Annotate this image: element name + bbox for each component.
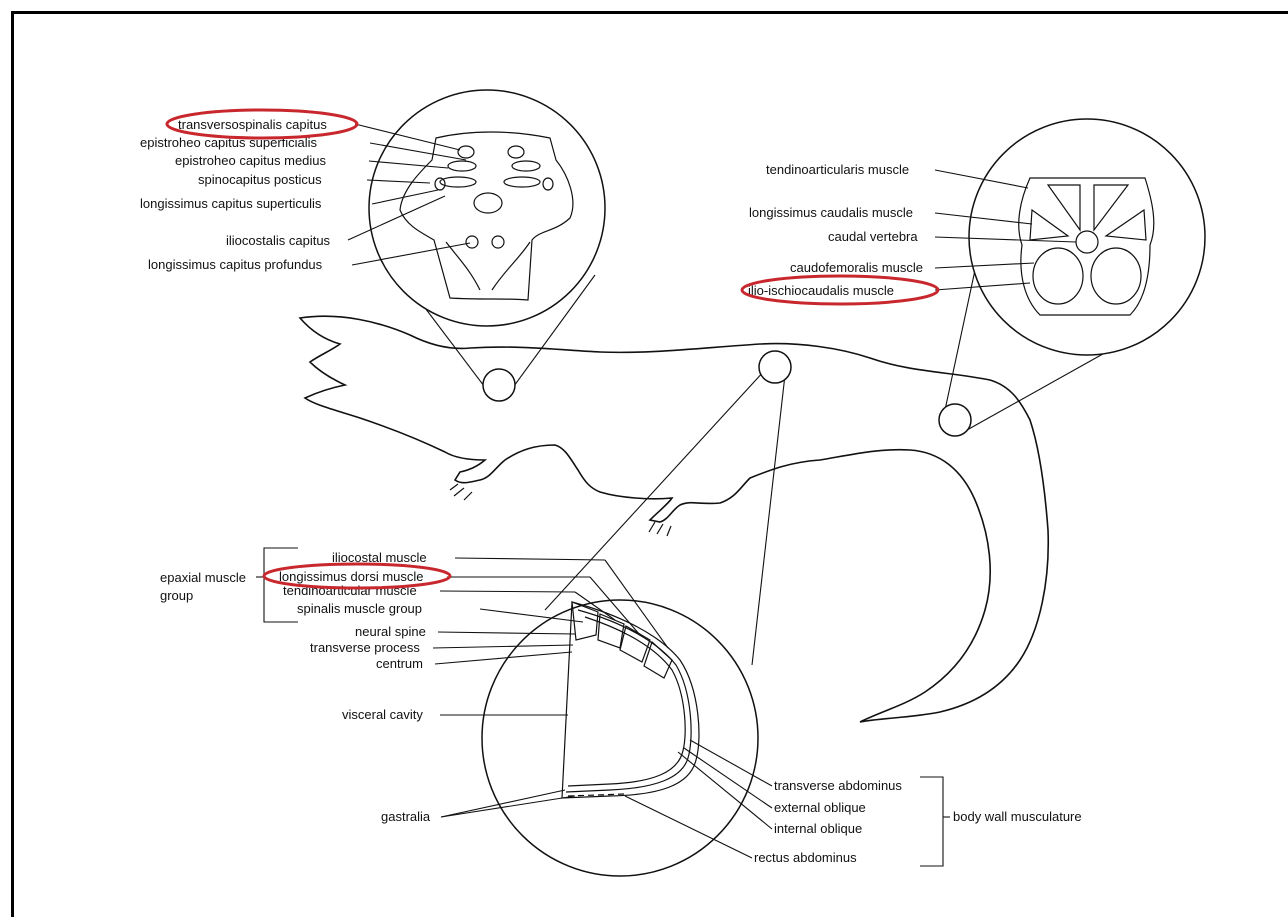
body-wall-label-4: rectus abdominus bbox=[754, 850, 857, 865]
epaxial-group-label-line1: epaxial muscle bbox=[160, 570, 246, 585]
trunk-label-transverse-process: transverse process bbox=[310, 640, 420, 655]
head-label-7: longissimus capitus profundus bbox=[148, 257, 323, 272]
tail-cross-section-circle bbox=[969, 119, 1205, 355]
head-label-4: spinocapitus posticus bbox=[198, 172, 322, 187]
trunk-label-gastralia: gastralia bbox=[381, 809, 431, 824]
tail-label-1: tendinoarticularis muscle bbox=[766, 162, 909, 177]
head-label-5: longissimus capitus superticulis bbox=[140, 196, 322, 211]
trunk-label-visceral-cavity: visceral cavity bbox=[342, 707, 423, 722]
epaxial-group-label-line2: group bbox=[160, 588, 193, 603]
body-wall-label-3: internal oblique bbox=[774, 821, 862, 836]
body-wall-bracket bbox=[920, 777, 943, 866]
trunk-label-longissimus: longissimus dorsi muscle bbox=[279, 569, 424, 584]
trunk-cross-section-circle bbox=[482, 600, 758, 876]
tail-zoom-marker bbox=[939, 404, 971, 436]
tail-label-3: caudal vertebra bbox=[828, 229, 918, 244]
head-cross-section-circle bbox=[369, 90, 605, 326]
trunk-label-centrum: centrum bbox=[376, 656, 423, 671]
head-label-6: iliocostalis capitus bbox=[226, 233, 331, 248]
tail-label-2: longissimus caudalis muscle bbox=[749, 205, 913, 220]
tail-label-4: caudofemoralis muscle bbox=[790, 260, 923, 275]
trunk-label-neural-spine: neural spine bbox=[355, 624, 426, 639]
body-wall-group-label: body wall musculature bbox=[953, 809, 1082, 824]
body-wall-label-2: external oblique bbox=[774, 800, 866, 815]
body-wall-label-1: transverse abdominus bbox=[774, 778, 902, 793]
trunk-label-spinalis: spinalis muscle group bbox=[297, 601, 422, 616]
head-label-3: epistroheo capitus medius bbox=[175, 153, 327, 168]
head-zoom-marker bbox=[483, 369, 515, 401]
head-label-1: transversospinalis capitus bbox=[178, 117, 327, 132]
trunk-zoom-marker bbox=[759, 351, 791, 383]
tail-label-5: ilio-ischiocaudalis muscle bbox=[748, 283, 894, 298]
